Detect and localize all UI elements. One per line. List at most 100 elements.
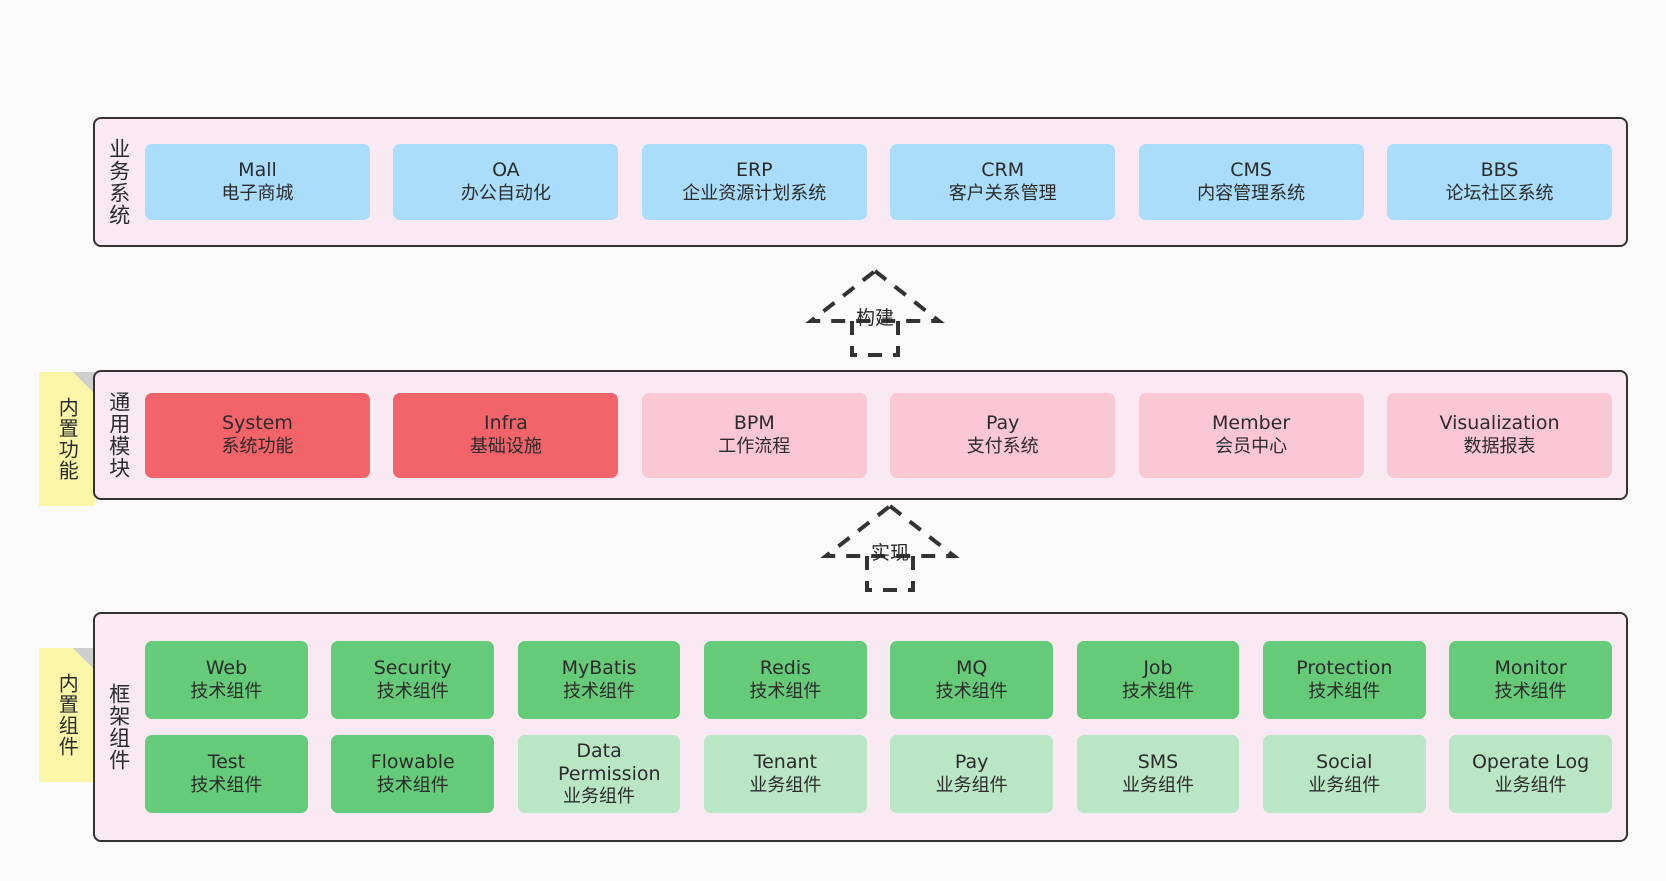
card-social-sub: 业务组件 xyxy=(1308,774,1381,796)
framework-business-row: Test 技术组件 Flowable 技术组件 Data Permission … xyxy=(145,735,1613,813)
card-sms[interactable]: SMS 业务组件 xyxy=(1076,735,1240,813)
card-tenant[interactable]: Tenant 业务组件 xyxy=(703,735,867,813)
note-fold-icon xyxy=(73,648,95,670)
card-system-sub: 系统功能 xyxy=(221,435,294,457)
card-monitor-sub: 技术组件 xyxy=(1494,680,1567,702)
card-pay-component-sub: 业务组件 xyxy=(935,774,1008,796)
card-test-sub: 技术组件 xyxy=(190,774,263,796)
card-protection[interactable]: Protection 技术组件 xyxy=(1262,641,1426,719)
card-web-name: Web xyxy=(205,657,248,680)
card-tenant-name: Tenant xyxy=(753,751,817,774)
card-member-sub: 会员中心 xyxy=(1215,435,1288,457)
card-operate-log[interactable]: Operate Log 业务组件 xyxy=(1449,735,1613,813)
card-member[interactable]: Member 会员中心 xyxy=(1138,392,1364,478)
card-mybatis-sub: 技术组件 xyxy=(563,680,636,702)
card-job-name: Job xyxy=(1143,657,1173,680)
layer-business-systems[interactable]: 业务系统 Mall 电子商城 OA 办公自动化 ERP 企业资源计划系统 CRM… xyxy=(93,117,1628,247)
connector-build-label: 构建 xyxy=(855,307,895,329)
card-sms-name: SMS xyxy=(1137,751,1179,774)
card-redis-name: Redis xyxy=(759,657,811,680)
card-crm-sub: 客户关系管理 xyxy=(948,182,1057,204)
card-flowable-sub: 技术组件 xyxy=(376,774,449,796)
layer-common-modules-body: System 系统功能 Infra 基础设施 BPM 工作流程 Pay 支付系统… xyxy=(141,372,1626,498)
common-modules-row: System 系统功能 Infra 基础设施 BPM 工作流程 Pay 支付系统… xyxy=(145,392,1612,478)
card-visualization[interactable]: Visualization 数据报表 xyxy=(1387,392,1612,478)
card-redis[interactable]: Redis 技术组件 xyxy=(703,641,867,719)
note-fold-icon xyxy=(73,372,95,394)
card-tenant-sub: 业务组件 xyxy=(749,774,822,796)
layer-framework-components-body: Web 技术组件 Security 技术组件 MyBatis 技术组件 Redi… xyxy=(141,614,1626,840)
note-builtin-function[interactable]: 内置功能 xyxy=(39,372,95,506)
layer-business-systems-title: 业务系统 xyxy=(106,138,131,226)
card-bbs[interactable]: BBS 论坛社区系统 xyxy=(1387,144,1612,220)
card-oa[interactable]: OA 办公自动化 xyxy=(393,144,619,220)
card-mall-name: Mall xyxy=(238,159,277,182)
card-job-sub: 技术组件 xyxy=(1121,680,1194,702)
card-data-permission-sub: 业务组件 xyxy=(563,786,636,808)
card-crm-name: CRM xyxy=(981,159,1025,182)
connector-build-shape xyxy=(805,268,945,357)
card-operate-log-name: Operate Log xyxy=(1471,751,1590,774)
card-mybatis-name: MyBatis xyxy=(561,657,637,680)
card-mq[interactable]: MQ 技术组件 xyxy=(890,641,1054,719)
card-erp[interactable]: ERP 企业资源计划系统 xyxy=(641,144,867,220)
card-job[interactable]: Job 技术组件 xyxy=(1076,641,1240,719)
connector-implement-label: 实现 xyxy=(870,542,910,564)
card-pay-module-sub: 支付系统 xyxy=(966,435,1039,457)
connector-build: 构建 xyxy=(800,265,950,357)
card-flowable[interactable]: Flowable 技术组件 xyxy=(331,735,495,813)
card-security-name: Security xyxy=(373,657,452,680)
card-system-name: System xyxy=(222,412,293,435)
card-mybatis[interactable]: MyBatis 技术组件 xyxy=(517,641,681,719)
card-bbs-sub: 论坛社区系统 xyxy=(1445,182,1554,204)
card-mall[interactable]: Mall 电子商城 xyxy=(145,144,370,220)
note-builtin-component-label: 内置组件 xyxy=(55,673,80,757)
card-visualization-sub: 数据报表 xyxy=(1463,435,1536,457)
framework-tech-row: Web 技术组件 Security 技术组件 MyBatis 技术组件 Redi… xyxy=(145,641,1613,719)
card-operate-log-sub: 业务组件 xyxy=(1494,774,1567,796)
card-system[interactable]: System 系统功能 xyxy=(145,392,370,478)
layer-business-systems-body: Mall 电子商城 OA 办公自动化 ERP 企业资源计划系统 CRM 客户关系… xyxy=(141,119,1626,245)
card-bpm[interactable]: BPM 工作流程 xyxy=(641,392,867,478)
layer-common-modules[interactable]: 通用模块 System 系统功能 Infra 基础设施 BPM 工作流程 Pay… xyxy=(93,370,1628,500)
card-mq-name: MQ xyxy=(955,657,988,680)
card-pay-module[interactable]: Pay 支付系统 xyxy=(890,392,1116,478)
card-social-name: Social xyxy=(1316,751,1373,774)
card-sms-sub: 业务组件 xyxy=(1121,774,1194,796)
card-cms-name: CMS xyxy=(1230,159,1272,182)
card-security[interactable]: Security 技术组件 xyxy=(331,641,495,719)
connector-implement: 实现 xyxy=(815,500,965,592)
card-monitor-name: Monitor xyxy=(1494,657,1567,680)
note-builtin-component[interactable]: 内置组件 xyxy=(39,648,95,782)
card-infra-name: Infra xyxy=(483,412,528,435)
connector-implement-shape xyxy=(820,503,960,592)
card-web[interactable]: Web 技术组件 xyxy=(145,641,308,719)
card-protection-name: Protection xyxy=(1296,657,1393,680)
card-pay-module-name: Pay xyxy=(985,412,1020,435)
card-pay-component[interactable]: Pay 业务组件 xyxy=(890,735,1054,813)
card-test[interactable]: Test 技术组件 xyxy=(145,735,308,813)
card-monitor[interactable]: Monitor 技术组件 xyxy=(1449,641,1613,719)
card-flowable-name: Flowable xyxy=(370,751,455,774)
business-systems-row: Mall 电子商城 OA 办公自动化 ERP 企业资源计划系统 CRM 客户关系… xyxy=(145,144,1612,220)
card-social[interactable]: Social 业务组件 xyxy=(1262,735,1426,813)
card-mall-sub: 电子商城 xyxy=(221,182,294,204)
card-cms-sub: 内容管理系统 xyxy=(1197,182,1306,204)
card-cms[interactable]: CMS 内容管理系统 xyxy=(1138,144,1364,220)
card-infra[interactable]: Infra 基础设施 xyxy=(393,392,619,478)
layer-framework-components-title: 框架组件 xyxy=(106,683,131,771)
card-bbs-name: BBS xyxy=(1480,159,1519,182)
card-test-name: Test xyxy=(207,751,246,774)
card-erp-sub: 企业资源计划系统 xyxy=(682,182,827,204)
card-erp-name: ERP xyxy=(735,159,773,182)
card-oa-name: OA xyxy=(492,159,520,182)
card-data-permission[interactable]: Data Permission 业务组件 xyxy=(517,735,681,813)
card-member-name: Member xyxy=(1212,412,1291,435)
card-pay-component-name: Pay xyxy=(954,751,989,774)
card-redis-sub: 技术组件 xyxy=(749,680,822,702)
layer-framework-components[interactable]: 框架组件 Web 技术组件 Security 技术组件 MyBatis 技术组件… xyxy=(93,612,1628,842)
card-security-sub: 技术组件 xyxy=(376,680,449,702)
card-infra-sub: 基础设施 xyxy=(469,435,542,457)
card-crm[interactable]: CRM 客户关系管理 xyxy=(890,144,1116,220)
layer-common-modules-title: 通用模块 xyxy=(106,391,131,479)
